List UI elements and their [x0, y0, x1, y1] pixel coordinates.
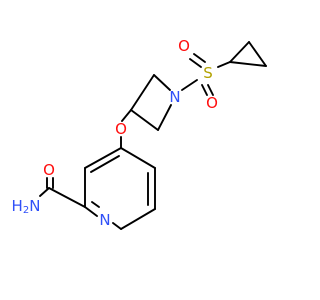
bond	[90, 155, 120, 173]
molecule-structure-diagram: O N S O O N O H2N	[12, 37, 267, 230]
atom-label-ether-oxygen: O	[115, 120, 127, 138]
bond	[130, 74, 155, 111]
bond	[120, 208, 156, 230]
bond	[189, 58, 202, 68]
molecule-svg: O N S O O N O H2N	[12, 37, 267, 230]
bond	[207, 84, 214, 96]
atom-label-amide-nitrogen: H2N	[12, 197, 41, 216]
bond	[39, 187, 50, 197]
bond	[84, 147, 122, 169]
bond	[229, 61, 267, 67]
bond	[112, 222, 122, 230]
atom-label-sulfonyl-oxygen-top: O	[178, 37, 190, 55]
atom-labels: O N S O O N O H2N	[12, 37, 218, 229]
bond	[193, 53, 206, 63]
atom-label-sulfonyl-oxygen-bottom: O	[206, 94, 218, 112]
atom-label-azetidine-nitrogen: N	[169, 88, 180, 106]
bonds	[39, 41, 267, 230]
bond	[130, 109, 159, 131]
bond	[248, 41, 267, 67]
bond	[120, 147, 156, 169]
bond	[217, 61, 231, 68]
bond	[201, 84, 208, 96]
bond	[84, 206, 98, 217]
bond	[229, 41, 250, 63]
bond	[157, 104, 172, 131]
bond	[153, 74, 171, 91]
bond	[91, 201, 100, 208]
atom-label-sulfur: S	[203, 64, 213, 82]
atom-label-carbonyl-oxygen: O	[43, 161, 55, 179]
bond	[48, 187, 86, 208]
bond	[181, 79, 198, 91]
atom-label-pyridine-nitrogen: N	[99, 211, 110, 229]
bond	[121, 109, 132, 122]
